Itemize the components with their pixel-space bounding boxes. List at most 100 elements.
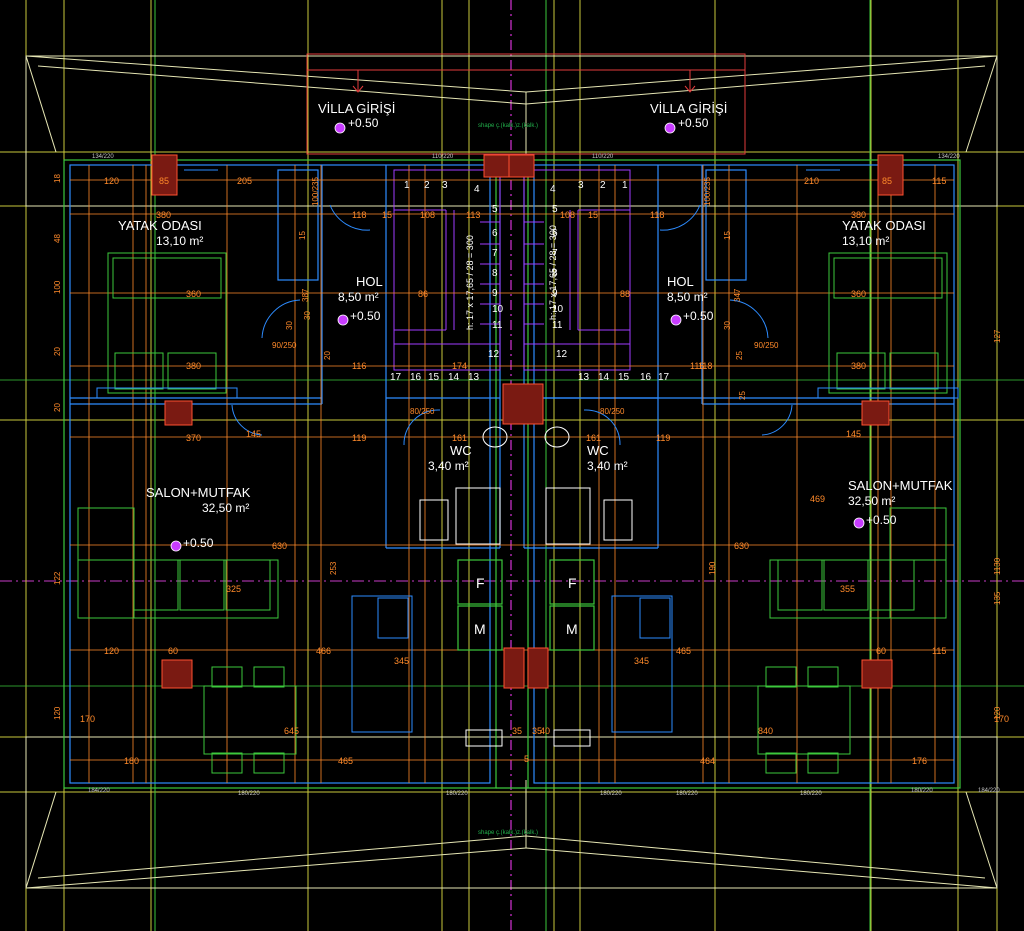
dimension-text: 120: [993, 706, 1002, 720]
dimension-text: 30: [303, 311, 312, 320]
window-label: 180/220: [676, 791, 698, 797]
dimension-text: 466: [316, 646, 331, 656]
dimension-text: 176: [912, 756, 927, 766]
bed-left: [96, 252, 238, 399]
dimension-text: 120: [104, 646, 119, 656]
dimension-text: 115: [932, 646, 946, 656]
room-hol-right-elev: +0.50: [683, 309, 714, 323]
dimension-text: 85: [882, 176, 892, 186]
dimension-text: 20: [53, 403, 62, 412]
door-label-bed-right: 90/250: [754, 341, 779, 350]
dimension-text: 25: [735, 351, 744, 360]
stair-step-number: 9: [552, 288, 558, 299]
dimension-text: 345: [634, 656, 649, 666]
appliance-blocks: [457, 559, 595, 651]
fridge-label-right: F: [568, 575, 577, 591]
stair-step-number: 5: [492, 204, 498, 215]
dimension-text: 5: [524, 754, 529, 764]
dimension-text: 18: [53, 174, 62, 183]
dimension-text: 380: [851, 210, 866, 220]
stair-step-number: 6: [492, 228, 498, 239]
window-label: 110/220: [432, 154, 454, 160]
dimension-text: 108: [560, 210, 575, 220]
window-label: 180/220: [911, 788, 933, 794]
dimension-text: 30: [285, 321, 294, 330]
dimension-text: 88: [620, 289, 630, 299]
dimension-text: 15: [382, 210, 392, 220]
dimension-text: 86: [418, 289, 428, 299]
room-hol-left-area: 8,50 m²: [338, 290, 379, 304]
dimension-text: 180: [124, 756, 139, 766]
wc-fixtures: [419, 426, 633, 545]
dimension-text: 380: [186, 361, 201, 371]
dimension-text: 1130: [993, 557, 1002, 575]
dimension-text: 60: [168, 646, 178, 656]
stair-step-number: 16: [640, 372, 652, 383]
dimension-text: 135: [993, 591, 1002, 605]
dimension-text: 116: [690, 361, 704, 371]
stair-step-number: 11: [492, 320, 503, 331]
dining-left: [203, 666, 297, 774]
room-bed-right-area: 13,10 m²: [842, 234, 889, 248]
stair-step-number: 17: [390, 372, 402, 383]
dimension-text: 161: [586, 433, 601, 443]
stair-step-number: 17: [658, 372, 670, 383]
entrance-elev-left: +0.50: [348, 116, 379, 130]
room-wc-left-area: 3,40 m²: [428, 459, 469, 473]
entrance-canopy: [306, 53, 746, 155]
dimension-text: 170: [994, 714, 1009, 724]
room-salon-left-name: SALON+MUTFAK: [146, 485, 251, 500]
dimension-text: 210: [804, 176, 819, 186]
dimension-text: 253: [329, 561, 338, 575]
dimension-text: 118: [698, 361, 712, 371]
dimension-text: 355: [840, 584, 855, 594]
window-label: 184/220: [978, 788, 1000, 794]
appliance-labels: F M F M: [474, 575, 578, 637]
dimension-text: 119: [352, 433, 366, 443]
door-label-wc-left: 80/250: [410, 407, 435, 416]
dimension-text: 25: [738, 391, 747, 400]
dimension-text: 85: [159, 176, 169, 186]
dimension-text: 630: [272, 541, 287, 551]
dimension-text: 345: [394, 656, 409, 666]
sofa-right: [769, 507, 947, 619]
stair-step-number: 3: [578, 180, 584, 191]
stair-step-number: 15: [428, 372, 440, 383]
roof-note-bottom: shape ç.(kalk.)z.(kalk.): [478, 830, 538, 836]
stair-step-number: 7: [552, 248, 558, 259]
dimension-text: 347: [733, 288, 742, 302]
window-label: 180/220: [446, 791, 468, 797]
dimension-text: 170: [80, 714, 95, 724]
dimension-text: 20: [53, 347, 62, 356]
dimension-text: 469: [810, 494, 825, 504]
room-salon-right-name: SALON+MUTFAK: [848, 478, 953, 493]
entrance-label-left: VİLLA GİRİŞİ: [318, 101, 395, 116]
dimension-text: 120: [104, 176, 119, 186]
elevation-markers: [170, 122, 865, 552]
dimension-text: 100/235: [703, 177, 712, 206]
stair-step-number: 13: [578, 372, 590, 383]
dimension-text: 145: [846, 429, 861, 439]
door-labels: 90/250 90/250 80/250 80/250: [272, 341, 779, 416]
entrance-elev-right: +0.50: [678, 116, 709, 130]
dimension-text: 360: [186, 289, 201, 299]
room-hol-left-name: HOL: [356, 274, 383, 289]
room-bed-left-name: YATAK ODASI: [118, 218, 202, 233]
dimension-text: 119: [656, 433, 670, 443]
dimension-text: 370: [186, 433, 201, 443]
dimension-text: 48: [53, 234, 62, 243]
stair-labels: h: 17 x 17,65 / 28 = 300 h: 17 x 17,65 /…: [390, 180, 670, 383]
kitchen-counters: [351, 595, 673, 747]
sofa-left: [77, 507, 279, 619]
dimension-text: 387: [301, 288, 310, 302]
dimension-text: 40: [540, 726, 550, 736]
room-wc-right-area: 3,40 m²: [587, 459, 628, 473]
dimension-text: 325: [226, 584, 241, 594]
room-labels: YATAK ODASI 13,10 m² YATAK ODASI 13,10 m…: [118, 218, 953, 550]
stair-step-number: 2: [600, 180, 606, 191]
